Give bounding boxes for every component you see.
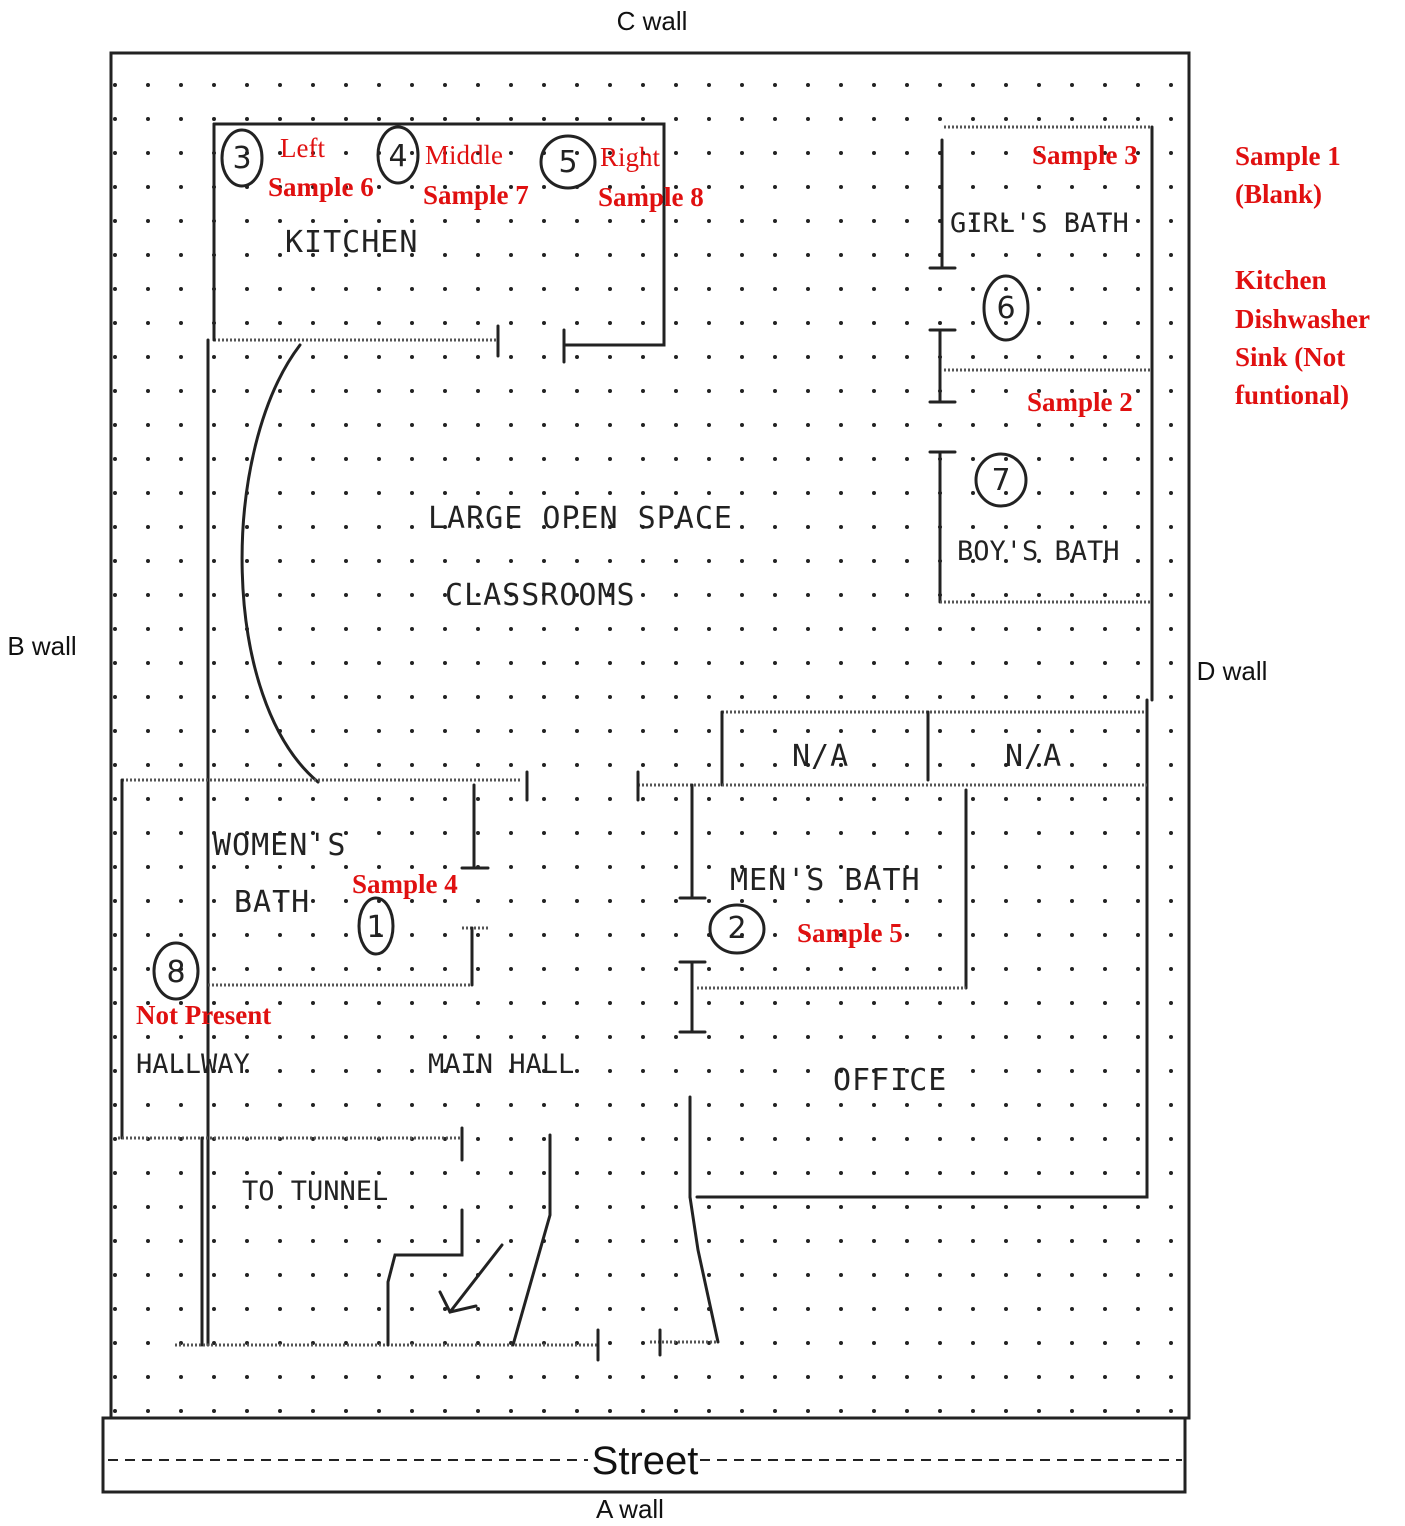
office-label: OFFICE [833,1063,947,1098]
tunnel-arrow-icon [438,1243,504,1314]
girls-boys-bath-walls [928,125,1154,702]
sample-1-annotation: Sample 1 [1235,141,1341,171]
kitchen-note-3: Sink (Not [1235,342,1345,372]
marker-circles [152,125,1030,1001]
kitchen-note-4: funtional) [1235,380,1349,410]
womens-bath-label-1: WOMEN'S [213,828,346,863]
womens-bath-walls [208,783,490,987]
kitchen-walls [212,122,666,364]
hallway-walls [118,778,720,1362]
marker-2: 2 [727,911,746,946]
marker-8: 8 [166,955,185,990]
na-label-2: N/A [1005,739,1062,774]
classroom-curve [240,343,320,784]
na-rooms-walls [695,698,1149,1199]
sample-8-annotation: Sample 8 [598,182,704,212]
left-annotation: Left [280,133,325,163]
middle-annotation: Middle [425,140,503,170]
marker-5: 5 [558,145,577,180]
boys-bath-label: BOY'S BATH [957,536,1120,567]
kitchen-note-2: Dishwasher [1235,304,1370,334]
marker-4: 4 [388,139,407,174]
marker-6: 6 [996,291,1015,326]
classroom-label-1: LARGE OPEN SPACE [428,501,733,536]
kitchen-note-1: Kitchen [1235,265,1327,295]
sample-7-annotation: Sample 7 [423,180,529,210]
womens-bath-label-2: BATH [234,885,310,920]
marker-7: 7 [991,463,1010,498]
marker-3: 3 [232,141,251,176]
girls-bath-label: GIRL'S BATH [950,208,1129,239]
c-wall-label: C wall [617,6,688,36]
sample-5-annotation: Sample 5 [797,918,903,948]
marker-1: 1 [366,910,385,945]
a-wall-label: A wall [596,1494,664,1524]
classroom-label-2: CLASSROOMS [445,578,636,613]
na-label-1: N/A [792,739,849,774]
mens-bath-label: MEN'S BATH [730,863,921,898]
sample-3-annotation: Sample 3 [1032,140,1138,170]
mens-bath-walls [678,783,968,1199]
sample-4-annotation: Sample 4 [352,869,458,899]
b-wall-label: B wall [7,631,76,661]
street-band [101,1416,1187,1494]
main-hall-label: MAIN HALL [428,1049,574,1080]
hallway-label: HALLWAY [136,1049,250,1080]
not-present-annotation: Not Present [136,1000,271,1030]
sample-1-note: (Blank) [1235,179,1322,209]
d-wall-label: D wall [1197,656,1268,686]
classroom-south-walls [122,770,1147,802]
sample-2-annotation: Sample 2 [1027,387,1133,417]
right-annotation: Right [600,142,661,172]
dot-grid [112,55,1188,1415]
to-tunnel-label: TO TUNNEL [242,1176,388,1207]
kitchen-label: KITCHEN [285,225,418,260]
sample-6-annotation: Sample 6 [268,172,374,202]
street-label: Street [592,1439,699,1483]
